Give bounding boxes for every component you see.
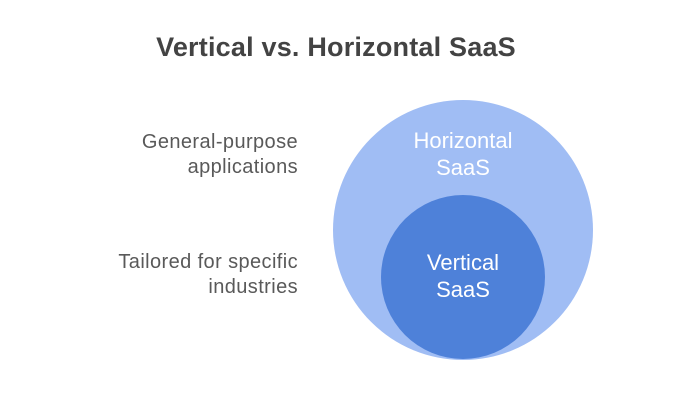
inner-circle-label-line-1: Vertical xyxy=(426,250,500,275)
inner-circle-vertical-saas xyxy=(381,195,545,359)
annotation-general-purpose-line-1: General-purpose xyxy=(141,131,298,153)
annotation-tailored-industries-line-2: industries xyxy=(208,276,298,298)
outer-circle-label-line-1: Horizontal xyxy=(413,128,513,153)
annotation-tailored-industries: Tailored for specific industries xyxy=(68,250,298,300)
diagram-title: Vertical vs. Horizontal SaaS xyxy=(156,32,516,62)
inner-circle-label: Vertical SaaS xyxy=(333,249,593,303)
annotation-general-purpose: General-purpose applications xyxy=(68,130,298,180)
outer-circle-label-line-2: SaaS xyxy=(436,155,490,180)
inner-circle-label-line-2: SaaS xyxy=(436,277,490,302)
annotation-general-purpose-line-2: applications xyxy=(187,156,298,178)
annotation-tailored-industries-line-1: Tailored for specific xyxy=(118,251,298,273)
outer-circle-label: Horizontal SaaS xyxy=(333,127,593,181)
